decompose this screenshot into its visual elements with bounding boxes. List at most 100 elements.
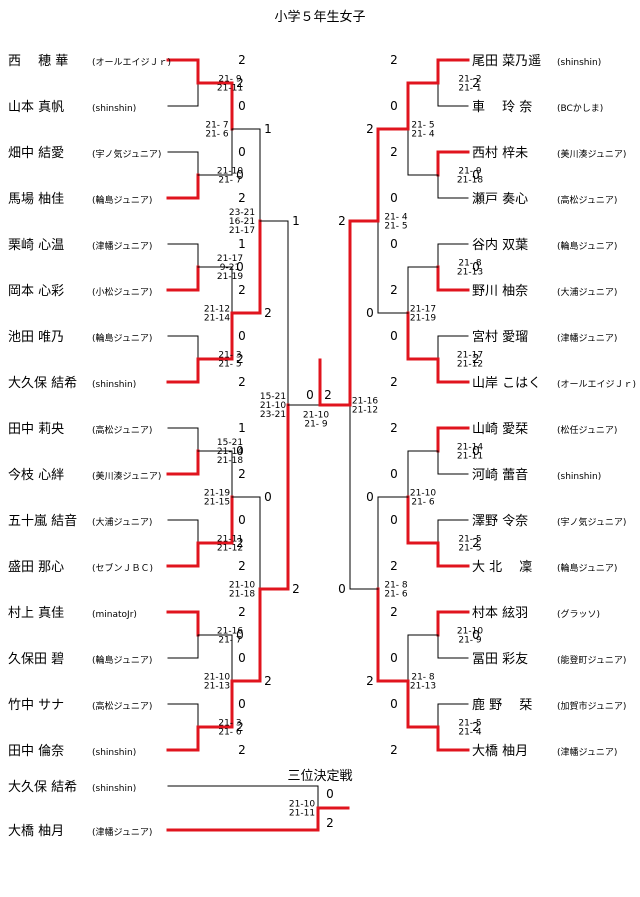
player-name: 西村 梓未 — [472, 146, 528, 161]
player-name: 田中 倫奈 — [8, 744, 64, 759]
match-result: 0 — [390, 191, 398, 205]
match-result: 0 — [390, 697, 398, 711]
score-line: 21- 2 — [458, 75, 481, 85]
score-line: 21-11 — [289, 809, 315, 819]
score-line: 21-19 — [204, 489, 230, 499]
score-line: 21-11 — [457, 452, 483, 462]
match-result: 1 — [238, 237, 246, 251]
match-result: 1 — [264, 122, 272, 136]
score-line: 21- 6 — [411, 498, 435, 508]
score-line: 21- 8 — [458, 259, 482, 269]
player-team: (グラッソ) — [557, 608, 600, 620]
match-result: 2 — [366, 122, 374, 136]
bracket-lines — [166, 58, 470, 832]
player-team: (BCかしま) — [557, 103, 603, 114]
score-line: 21- 5 — [384, 222, 407, 232]
score-line: 21-12 — [204, 305, 230, 315]
player-name: 岡本 心彩 — [8, 284, 64, 299]
match-result: 2 — [338, 214, 346, 228]
score-line: 21- 8 — [411, 673, 435, 683]
match-result: 0 — [326, 787, 334, 801]
score-line: 21-13 — [204, 682, 230, 692]
score-line: 21- 4 — [411, 130, 435, 140]
match-result: 2 — [236, 720, 244, 734]
player-name: 大久保 結希 — [8, 376, 77, 391]
score-line: 21-13 — [457, 268, 483, 278]
score-line: 21-10 — [289, 800, 315, 810]
match-result: 2 — [324, 388, 332, 402]
score-line: 21-10 — [410, 489, 436, 499]
score-line: 9-21 — [220, 263, 240, 273]
player-name: 栗崎 心温 — [8, 238, 64, 253]
score-line: 21-17 — [229, 226, 255, 236]
score-line: 21-12 — [352, 406, 378, 416]
player-name: 村本 絃羽 — [472, 605, 528, 621]
match-result: 0 — [238, 697, 246, 711]
match-result: 2 — [236, 536, 244, 550]
match-result: 2 — [472, 352, 480, 366]
match-result: 0 — [238, 99, 246, 113]
match-result: 2 — [238, 53, 246, 67]
player-name: 瀬戸 奏心 — [472, 192, 528, 207]
score-line: 15-21 — [260, 392, 286, 402]
player-team: (shinshin) — [92, 748, 136, 758]
score-line: 21- 7 — [205, 121, 228, 131]
match-result: 0 — [238, 145, 246, 159]
player-name: 久保田 碧 — [8, 652, 64, 667]
match-result: 0 — [390, 237, 398, 251]
player-team: (美川湊ジュニア) — [92, 470, 161, 482]
player-name: 澤野 令奈 — [472, 514, 528, 529]
player-name: 大橋 柚月 — [472, 744, 528, 759]
match-result: 2 — [472, 720, 480, 734]
match-result: 2 — [264, 306, 272, 320]
score-line: 21- 3 — [218, 719, 241, 729]
score-line: 16-21 — [229, 217, 255, 227]
score-line: 21-10 — [303, 411, 329, 421]
match-result: 0 — [390, 329, 398, 343]
score-line: 21-10 — [217, 167, 243, 177]
score-line: 21-13 — [410, 682, 436, 692]
player-team: (津幡ジュニア) — [557, 746, 617, 758]
player-team: (大浦ジュニア) — [557, 286, 617, 298]
player-team: (津幡ジュニア) — [557, 332, 617, 344]
player-team: (能登町ジュニア) — [557, 654, 626, 666]
player-team: (セブンＪＢＣ) — [92, 562, 153, 574]
player-team: (加賀市ジュニア) — [557, 700, 626, 712]
score-line: 21- 3 — [218, 351, 241, 361]
match-result: 2 — [236, 352, 244, 366]
match-result: 2 — [390, 605, 398, 619]
match-result: 0 — [390, 99, 398, 113]
score-line: 21- 7 — [218, 636, 241, 646]
score-line: 21- 5 — [411, 121, 434, 131]
match-result: 2 — [390, 743, 398, 757]
player-team: (宇ノ気ジュニア) — [557, 516, 626, 528]
match-result: 0 — [236, 628, 244, 642]
score-line: 21- 5 — [458, 544, 481, 554]
match-result: 2 — [326, 816, 334, 830]
score-line: 21-18 — [229, 590, 255, 600]
score-line: 21-15 — [204, 498, 230, 508]
player-name: 村上 真佳 — [8, 606, 64, 621]
score-line: 21-17 — [457, 351, 483, 361]
player-team: (minatoJr) — [92, 610, 137, 620]
match-result: 2 — [238, 467, 246, 481]
player-team: (松任ジュニア) — [557, 424, 617, 436]
player-name: 山崎 愛栞 — [472, 422, 528, 437]
score-line: 21-14 — [457, 443, 483, 453]
score-line: 21-10 — [204, 673, 230, 683]
score-line: 21- 9 — [458, 167, 482, 177]
match-result: 0 — [236, 260, 244, 274]
score-line: 21- 9 — [458, 636, 482, 646]
score-line: 15-21 — [217, 438, 243, 448]
player-team: (オールエイジＪｒ) — [557, 379, 636, 390]
player-team: (宇ノ気ジュニア) — [92, 148, 161, 160]
player-name: 馬場 柚佳 — [8, 192, 64, 207]
player-team: (shinshin) — [92, 380, 136, 390]
score-line: 21- 7 — [218, 176, 241, 186]
match-result: 0 — [390, 513, 398, 527]
score-line: 21-17 — [410, 305, 436, 315]
score-line: 21-16 — [352, 397, 378, 407]
player-team: (輪島ジュニア) — [92, 332, 152, 344]
player-name: 田中 莉央 — [8, 422, 64, 437]
player-name: 宮村 愛瑠 — [472, 329, 528, 345]
